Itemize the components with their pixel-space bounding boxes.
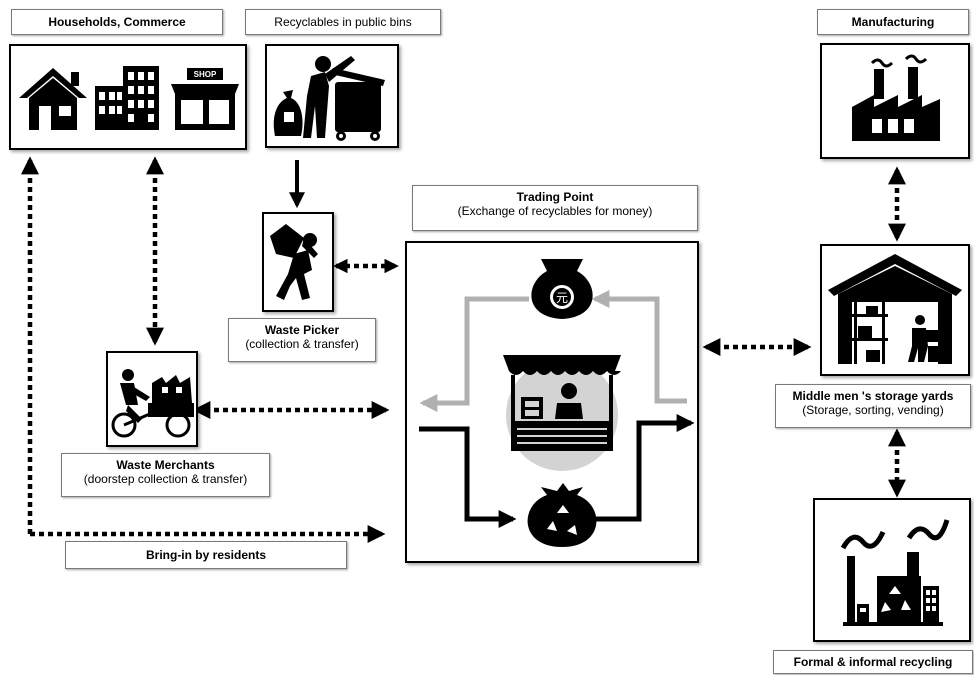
shop-sign-text: SHOP xyxy=(194,70,217,79)
money-flow-right xyxy=(591,290,687,404)
bring-in-label: Bring-in by residents xyxy=(65,541,347,569)
recycling-box xyxy=(813,498,971,642)
middlemen-label: Middle men 's storage yards (Storage, so… xyxy=(775,384,971,428)
money-bag-icon: 元 xyxy=(531,259,593,319)
waste-picker-carrying-sack-icon xyxy=(270,224,318,300)
waste-merchants-box xyxy=(106,351,198,447)
recyclables-flow-out xyxy=(589,414,695,522)
market-stall-icon xyxy=(503,355,621,451)
recycling-plant-icon xyxy=(840,519,950,626)
money-symbol: 元 xyxy=(556,291,568,305)
public-bins-label: Recyclables in public bins xyxy=(245,9,441,35)
manufacturing-label: Manufacturing xyxy=(817,9,969,35)
recyclables-flow-in xyxy=(419,426,517,528)
public-bins-box xyxy=(265,44,399,148)
households-label: Households, Commerce xyxy=(11,9,223,35)
person-emptying-bin-icon xyxy=(303,56,385,141)
warehouse-icon xyxy=(828,254,962,364)
trading-point-label: Trading Point (Exchange of recyclables f… xyxy=(412,185,698,231)
office-building-icon xyxy=(95,66,159,130)
manufacturing-box xyxy=(820,43,970,159)
garbage-bag-icon xyxy=(273,90,303,136)
waste-merchants-label: Waste Merchants (doorstep collection & t… xyxy=(61,453,270,497)
waste-picker-box xyxy=(262,212,334,312)
recycle-sack-icon xyxy=(527,483,597,547)
recycling-label: Formal & informal recycling xyxy=(773,650,973,674)
factory-icon xyxy=(852,54,940,141)
trading-point-box: 元 xyxy=(405,241,699,563)
households-box: SHOP xyxy=(9,44,247,150)
waste-picker-label: Waste Picker (collection & transfer) xyxy=(228,318,376,362)
house-icon xyxy=(19,68,87,130)
money-flow-left xyxy=(419,296,529,412)
middlemen-box xyxy=(820,244,970,376)
tricycle-merchant-icon xyxy=(111,369,194,438)
shop-icon: SHOP xyxy=(171,68,239,130)
